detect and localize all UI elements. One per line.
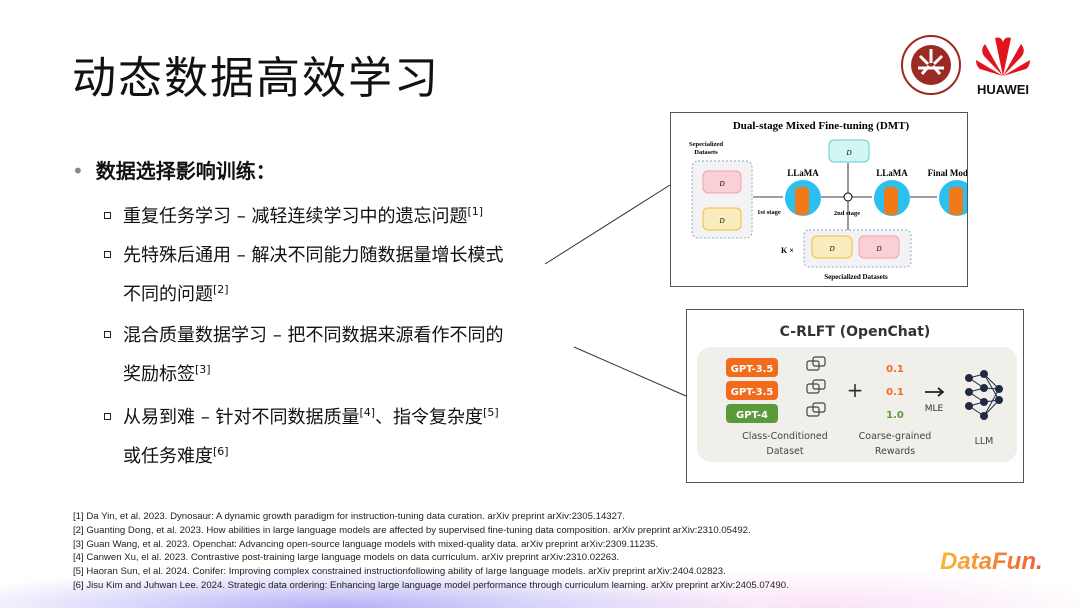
fig1-label: Sepecialized Datasets: [824, 273, 888, 281]
citation: [5]: [483, 406, 499, 419]
db-code: D: [875, 245, 881, 253]
llama-label: LLaMA: [787, 168, 819, 178]
pku-logo: [901, 35, 961, 95]
fig1-label: Datasets: [694, 149, 718, 156]
bottom-glow: [0, 538, 1080, 608]
reward-value: 0.1: [886, 364, 904, 375]
chat-icon: [806, 356, 826, 417]
dataset-label: Dataset: [766, 446, 803, 457]
reward-value: 1.0: [886, 410, 904, 421]
datafun-logo: DataFun.: [940, 548, 1043, 575]
item-text: 不同的问题: [123, 284, 213, 305]
item-text: 重复任务学习 – 减轻连续学习中的遗忘问题: [123, 206, 468, 227]
reference-item: [1] Da Yin, et al. 2023. Dynosaur: A dyn…: [73, 511, 625, 522]
llm-label: LLM: [975, 436, 994, 447]
db-general: D: [845, 149, 851, 157]
reward-label: Coarse-grained: [859, 431, 932, 442]
dataset-label: Class-Conditioned: [742, 431, 828, 442]
citation: [4]: [359, 406, 376, 419]
main-bullet: •数据选择影响训练：: [72, 159, 276, 183]
model-badge: GPT-3.5: [731, 387, 774, 398]
reference-item: [3] Guan Wang, et al. 2023. Openchat: Ad…: [73, 538, 659, 550]
item-text: 混合质量数据学习 – 把不同数据来源看作不同的: [123, 325, 504, 346]
slide-title: 动态数据高效学习: [72, 53, 440, 104]
db-code: D: [718, 180, 724, 188]
llama-label: LLaMA: [876, 168, 908, 178]
fig2-title: C-RLFT (OpenChat): [780, 324, 931, 340]
fig1-label: Sepecialized: [689, 141, 723, 148]
final-model-label: Final Model: [928, 168, 967, 178]
stage-label: 1st stage: [757, 209, 781, 216]
citation: [6]: [213, 445, 229, 458]
fig1-title: Dual-stage Mixed Fine-tuning (DMT): [733, 120, 910, 132]
item-text: 、指令复杂度: [375, 407, 484, 428]
item-text: 先特殊后通用 – 解决不同能力随数据量增长模式: [123, 245, 504, 266]
list-item: 从易到难 – 针对不同数据质量[4]、指令复杂度[5] 或任务难度[6]: [104, 396, 574, 474]
citation: [2]: [213, 283, 229, 296]
references: [1] Da Yin, et al. 2023. Dynosaur: A dyn…: [73, 510, 789, 593]
dmt-figure: Dual-stage Mixed Fine-tuning (DMT) Sepec…: [670, 112, 975, 287]
reference-item: [4] Canwen Xu, el al. 2023. Contrastive …: [73, 552, 620, 564]
mle-label: MLE: [925, 404, 944, 414]
list-item: 混合质量数据学习 – 把不同数据来源看作不同的奖励标签[3]: [104, 319, 574, 392]
reward-value: 0.1: [886, 387, 904, 398]
reference-item: [2] Guanting Dong, et al. 2023. How abil…: [73, 524, 751, 536]
huawei-wordmark: HUAWEI: [977, 82, 1029, 97]
db-math: D: [718, 217, 724, 225]
c-rlft-figure: C-RLFT (OpenChat) GPT-3.5 GPT-3.5 GPT-4 …: [686, 309, 1024, 483]
model-badge: GPT-4: [736, 410, 768, 421]
list-item: 重复任务学习 – 减轻连续学习中的遗忘问题[1]: [104, 195, 574, 234]
neural-net-icon: [965, 370, 1003, 420]
stage-label: 2nd stage: [834, 210, 860, 217]
model-badge: GPT-3.5: [731, 364, 774, 375]
list-item: 先特殊后通用 – 解决不同能力随数据量增长模式不同的问题[2]: [104, 239, 574, 312]
plus-sign: +: [847, 378, 864, 402]
citation: [3]: [195, 363, 211, 376]
item-text: 从易到难 – 针对不同数据质量: [123, 407, 360, 428]
reference-item: [5] Haoran Sun, el al. 2024. Conifer: Im…: [73, 566, 726, 578]
arrow-icon: [925, 387, 945, 397]
k-times-label: K ×: [781, 246, 794, 255]
reference-item: [6] Jisu Kim and Juhwan Lee. 2024. Strat…: [73, 579, 789, 591]
item-text: 或任务难度: [123, 446, 213, 467]
reward-label: Rewards: [875, 446, 915, 457]
item-text: 奖励标签: [123, 364, 195, 385]
huawei-logo: HUAWEI: [968, 34, 1038, 97]
citation: [1]: [467, 205, 484, 218]
main-bullet-text: 数据选择影响训练：: [95, 159, 276, 183]
db-math: D: [828, 245, 834, 253]
